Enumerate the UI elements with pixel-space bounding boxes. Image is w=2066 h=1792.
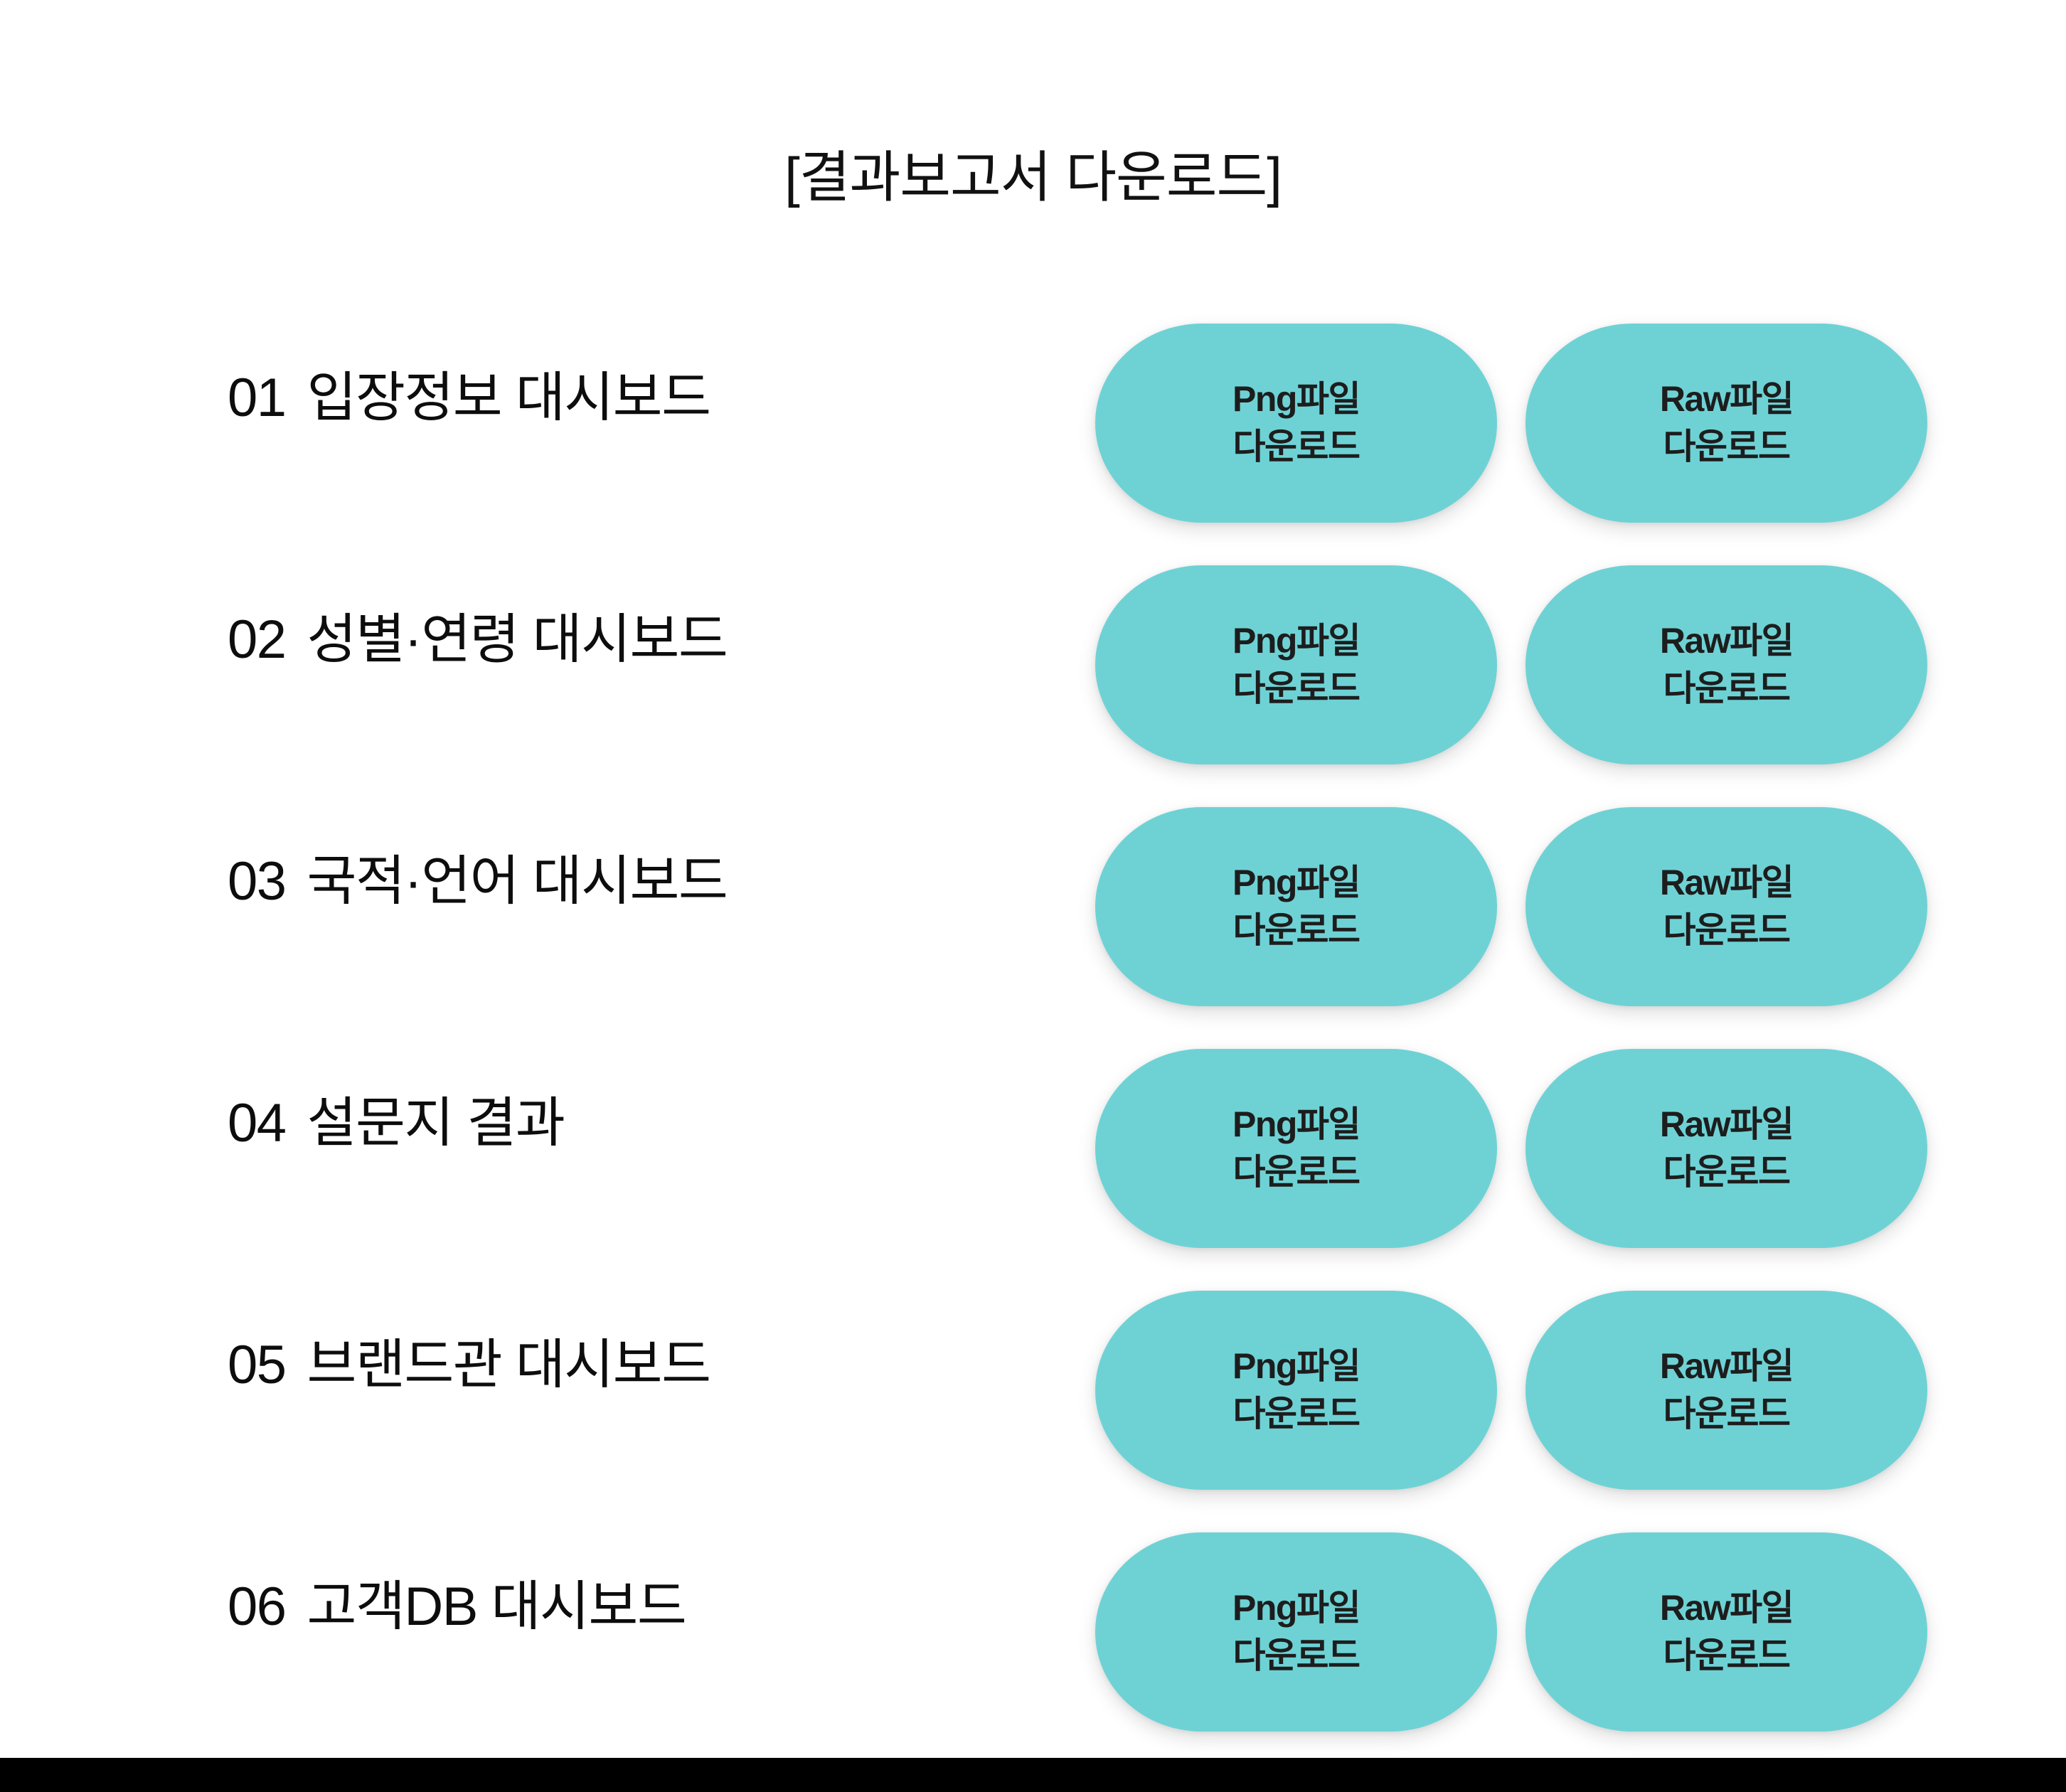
report-row-label-02: 02 성별·연령 대시보드 [228,540,728,740]
download-button-action-label: 다운로드 [1663,1394,1791,1434]
report-row-index: 04 [228,1093,287,1154]
report-row-title: 브랜드관 대시보드 [307,1335,711,1396]
download-button-filetype-label: Png파일 [1232,1104,1361,1144]
report-row-index: 03 [228,851,287,912]
download-button-filetype-label: Png파일 [1232,863,1361,902]
download-button-filetype-label: Raw파일 [1659,1104,1794,1144]
download-button-filetype-label: Raw파일 [1659,621,1794,661]
report-row-label-03: 03 국적·언어 대시보드 [228,782,728,981]
download-button-action-label: 다운로드 [1663,1636,1791,1675]
report-row-label-01: 01 입장정보 대시보드 [228,299,711,498]
download-button-action-label: 다운로드 [1663,910,1791,950]
download-button-filetype-label: Png파일 [1232,1588,1361,1628]
download-button-action-label: 다운로드 [1663,1152,1791,1192]
report-row-title: 성별·연령 대시보드 [307,609,728,671]
download-button-filetype-label: Raw파일 [1659,863,1794,902]
download-button-action-label: 다운로드 [1663,427,1791,466]
download-button-action-label: 다운로드 [1232,910,1361,950]
download-button-filetype-label: Png파일 [1232,621,1361,661]
download-button-action-label: 다운로드 [1232,1394,1361,1434]
download-button-action-label: 다운로드 [1663,668,1791,708]
download-button-action-label: 다운로드 [1232,668,1361,708]
report-row-title: 국적·언어 대시보드 [307,851,728,912]
download-button-filetype-label: Png파일 [1232,379,1361,419]
report-row-index: 01 [228,368,287,429]
report-row-label-06: 06 고객DB 대시보드 [228,1508,687,1707]
report-row-label-05: 05 브랜드관 대시보드 [228,1266,711,1465]
report-row-label-04: 04 설문지 결과 [228,1024,565,1223]
download-button-filetype-label: Png파일 [1232,1346,1361,1386]
report-row-index: 06 [228,1577,287,1638]
download-button-action-label: 다운로드 [1232,1636,1361,1675]
download-button-action-label: 다운로드 [1232,427,1361,466]
download-button-filetype-label: Raw파일 [1659,1588,1794,1628]
bottom-bar [0,1758,2066,1792]
report-row-title: 설문지 결과 [307,1093,565,1154]
download-button-action-label: 다운로드 [1232,1152,1361,1192]
report-row-index: 05 [228,1335,287,1396]
download-button-filetype-label: Raw파일 [1659,1346,1794,1386]
download-button-filetype-label: Raw파일 [1659,379,1794,419]
report-row-index: 02 [228,609,287,671]
report-row-title: 고객DB 대시보드 [307,1577,687,1638]
page-title: [결과보고서 다운로드] [784,146,1282,209]
report-row-title: 입장정보 대시보드 [307,368,711,429]
